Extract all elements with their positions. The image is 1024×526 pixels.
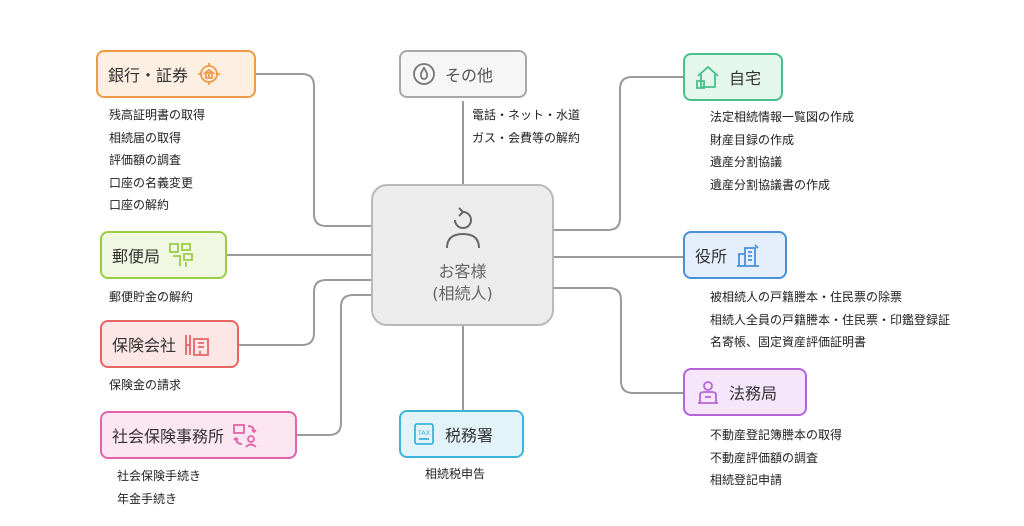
list-item: 被相続人の戸籍謄本・住民票の除票 <box>710 290 903 304</box>
list-item: 電話・ネット・水道 <box>472 108 581 122</box>
insurance-items: 保険金の請求 <box>109 374 181 397</box>
bank-items: 残高証明書の取得 相続届の取得 評価額の調査 口座の名義変更 口座の解約 <box>109 104 205 217</box>
line-home <box>554 76 683 231</box>
line-social <box>297 294 371 436</box>
node-tax: TAX 税務署 <box>399 410 524 458</box>
list-item: 名寄帳、固定資産評価証明書 <box>710 335 867 349</box>
node-insurance-label: 保険会社 <box>112 336 177 355</box>
node-other-label: その他 <box>445 66 494 85</box>
list-item: 年金手続き <box>117 491 178 506</box>
social-exchange-icon <box>232 422 258 448</box>
list-item: ガス・会費等の解約 <box>472 130 581 145</box>
list-item: 財産目録の作成 <box>710 132 795 147</box>
node-other: その他 <box>399 50 527 98</box>
list-item: 不動産登記簿謄本の取得 <box>710 428 843 442</box>
list-item: 口座の名義変更 <box>109 175 194 190</box>
list-item: 不動産評価額の調査 <box>710 450 819 465</box>
tax-items: 相続税申告 <box>425 463 485 486</box>
social-items: 社会保険手続き 年金手続き <box>117 465 201 510</box>
list-item: 口座の解約 <box>109 198 170 212</box>
list-item: 社会保険手続き <box>117 469 202 483</box>
bank-icon <box>196 61 222 87</box>
node-legal: 法務局 <box>683 368 807 416</box>
list-item: 相続人全員の戸籍謄本・住民票・印鑑登録証 <box>710 312 951 327</box>
city-items: 被相続人の戸籍謄本・住民票の除票 相続人全員の戸籍謄本・住民票・印鑑登録証 名寄… <box>710 286 950 354</box>
node-city-label: 役所 <box>695 247 728 266</box>
list-item: 法定相続情報一覧図の作成 <box>710 110 855 124</box>
svg-text:TAX: TAX <box>417 429 431 437</box>
other-items: 電話・ネット・水道 ガス・会費等の解約 <box>472 104 580 149</box>
node-legal-label: 法務局 <box>729 384 778 403</box>
list-item: 評価額の調査 <box>109 153 182 167</box>
drop-icon <box>411 61 437 87</box>
list-item: 郵便貯金の解約 <box>109 290 194 304</box>
node-home-label: 自宅 <box>729 69 762 88</box>
node-bank-label: 銀行・証券 <box>108 66 189 85</box>
line-insurance <box>239 279 371 346</box>
tax-icon: TAX <box>411 421 437 447</box>
list-item: 遺産分割協議書の作成 <box>710 177 831 192</box>
list-item: 残高証明書の取得 <box>109 108 206 122</box>
center-title-line2: (相続人) <box>432 283 493 303</box>
node-home: 自宅 <box>683 53 783 101</box>
node-tax-label: 税務署 <box>445 426 494 445</box>
node-post-label: 郵便局 <box>112 247 161 266</box>
list-item: 遺産分割協議 <box>710 155 783 169</box>
center-title-line1: お客様 <box>438 262 487 282</box>
node-social-label: 社会保険事務所 <box>112 427 225 446</box>
line-legal <box>554 287 683 394</box>
center-node: お客様 (相続人) <box>371 184 554 326</box>
legal-items: 不動産登記簿謄本の取得 不動産評価額の調査 相続登記申請 <box>710 424 842 492</box>
node-city: 役所 <box>683 231 787 279</box>
legal-person-icon <box>695 379 721 405</box>
building-icon <box>735 242 761 268</box>
person-refresh-icon <box>443 206 483 256</box>
post-items: 郵便貯金の解約 <box>109 286 193 309</box>
node-insurance: 保険会社 <box>100 320 239 368</box>
house-icon <box>695 64 721 90</box>
list-item: 相続登記申請 <box>710 473 783 487</box>
node-bank: 銀行・証券 <box>96 50 256 98</box>
node-social: 社会保険事務所 <box>100 411 297 459</box>
line-bank <box>256 73 371 227</box>
home-items: 法定相続情報一覧図の作成 財産目録の作成 遺産分割協議 遺産分割協議書の作成 <box>710 106 854 196</box>
list-item: 相続届の取得 <box>109 130 182 145</box>
insurance-icon <box>184 331 210 357</box>
post-icon <box>168 242 194 268</box>
node-post: 郵便局 <box>100 231 227 279</box>
list-item: 保険金の請求 <box>109 378 182 392</box>
list-item: 相続税申告 <box>425 467 486 481</box>
